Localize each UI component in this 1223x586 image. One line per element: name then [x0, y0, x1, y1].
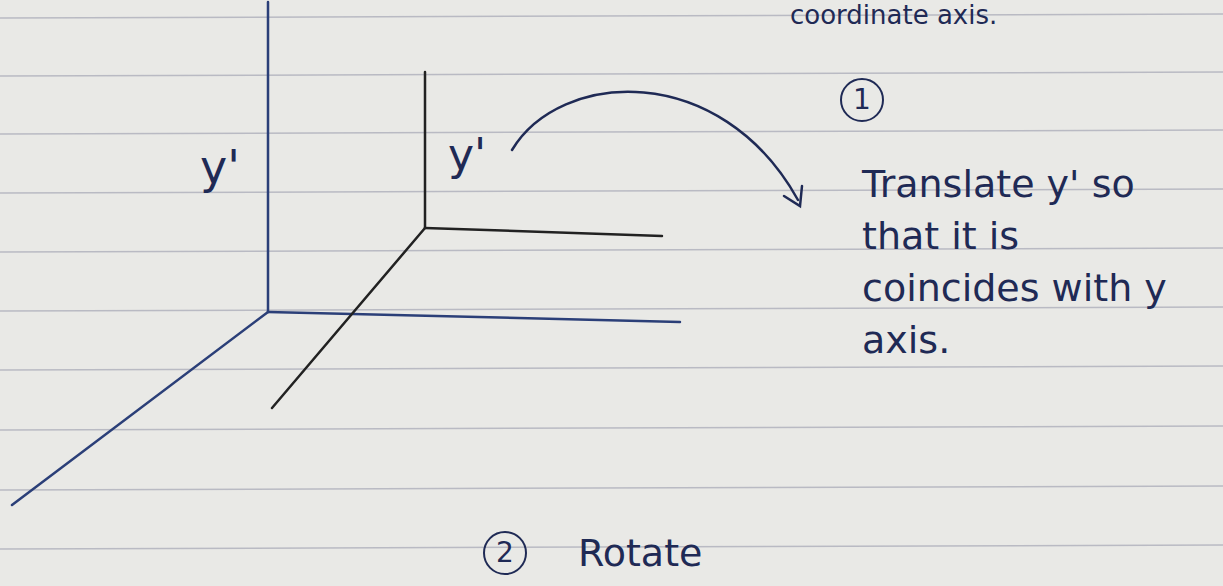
step-number: 2 [496, 539, 514, 567]
curved-arrow [512, 92, 802, 206]
note-text: Translate y' so that it is coincides wit… [862, 158, 1207, 366]
ruled-lines [0, 14, 1223, 549]
step-number-circle: 1 [840, 78, 884, 122]
step-number-circle: 2 [483, 531, 527, 575]
step-number: 1 [853, 86, 871, 114]
axis-label: y' [448, 128, 528, 181]
axis-label: y' [200, 140, 280, 195]
original-axes [12, 2, 680, 505]
step-text: Rotate [578, 530, 798, 576]
shifted-axes [272, 72, 662, 408]
heading-fragment: coordinate axis. [790, 0, 1090, 31]
